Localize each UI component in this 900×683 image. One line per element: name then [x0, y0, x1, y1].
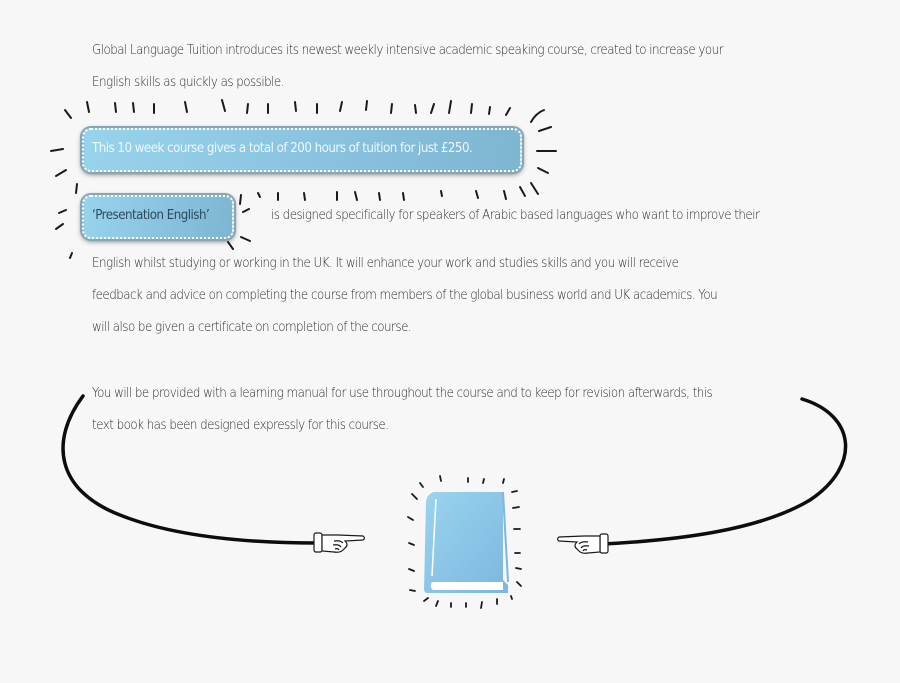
- description-line-1: is designed specifically for speakers of…: [271, 207, 760, 223]
- book-icon: [424, 491, 509, 593]
- course-name-label: ‘Presentation English’: [92, 207, 210, 223]
- price-highlight-text: This 10 week course gives a total of 200…: [92, 140, 473, 156]
- right-connector-curve: [601, 397, 848, 546]
- intro-line-2: English skills as quickly as possible.: [92, 74, 284, 90]
- manual-line-1: You will be provided with a learning man…: [92, 385, 713, 401]
- description-line-4: will also be given a certificate on comp…: [92, 319, 412, 335]
- price-highlight-box: [82, 128, 522, 172]
- manual-line-2: text book has been designed expressly fo…: [92, 417, 389, 433]
- course-name-box: [82, 195, 234, 239]
- pointing-hand-left-icon: [556, 533, 609, 554]
- book-rays-decoration: [407, 475, 522, 609]
- description-line-3: feedback and advice on completing the co…: [92, 287, 718, 303]
- intro-line-1: Global Language Tuition introduces its n…: [92, 42, 723, 58]
- description-line-2: English whilst studying or working in th…: [92, 255, 679, 271]
- pointing-hand-right-icon: [313, 532, 366, 553]
